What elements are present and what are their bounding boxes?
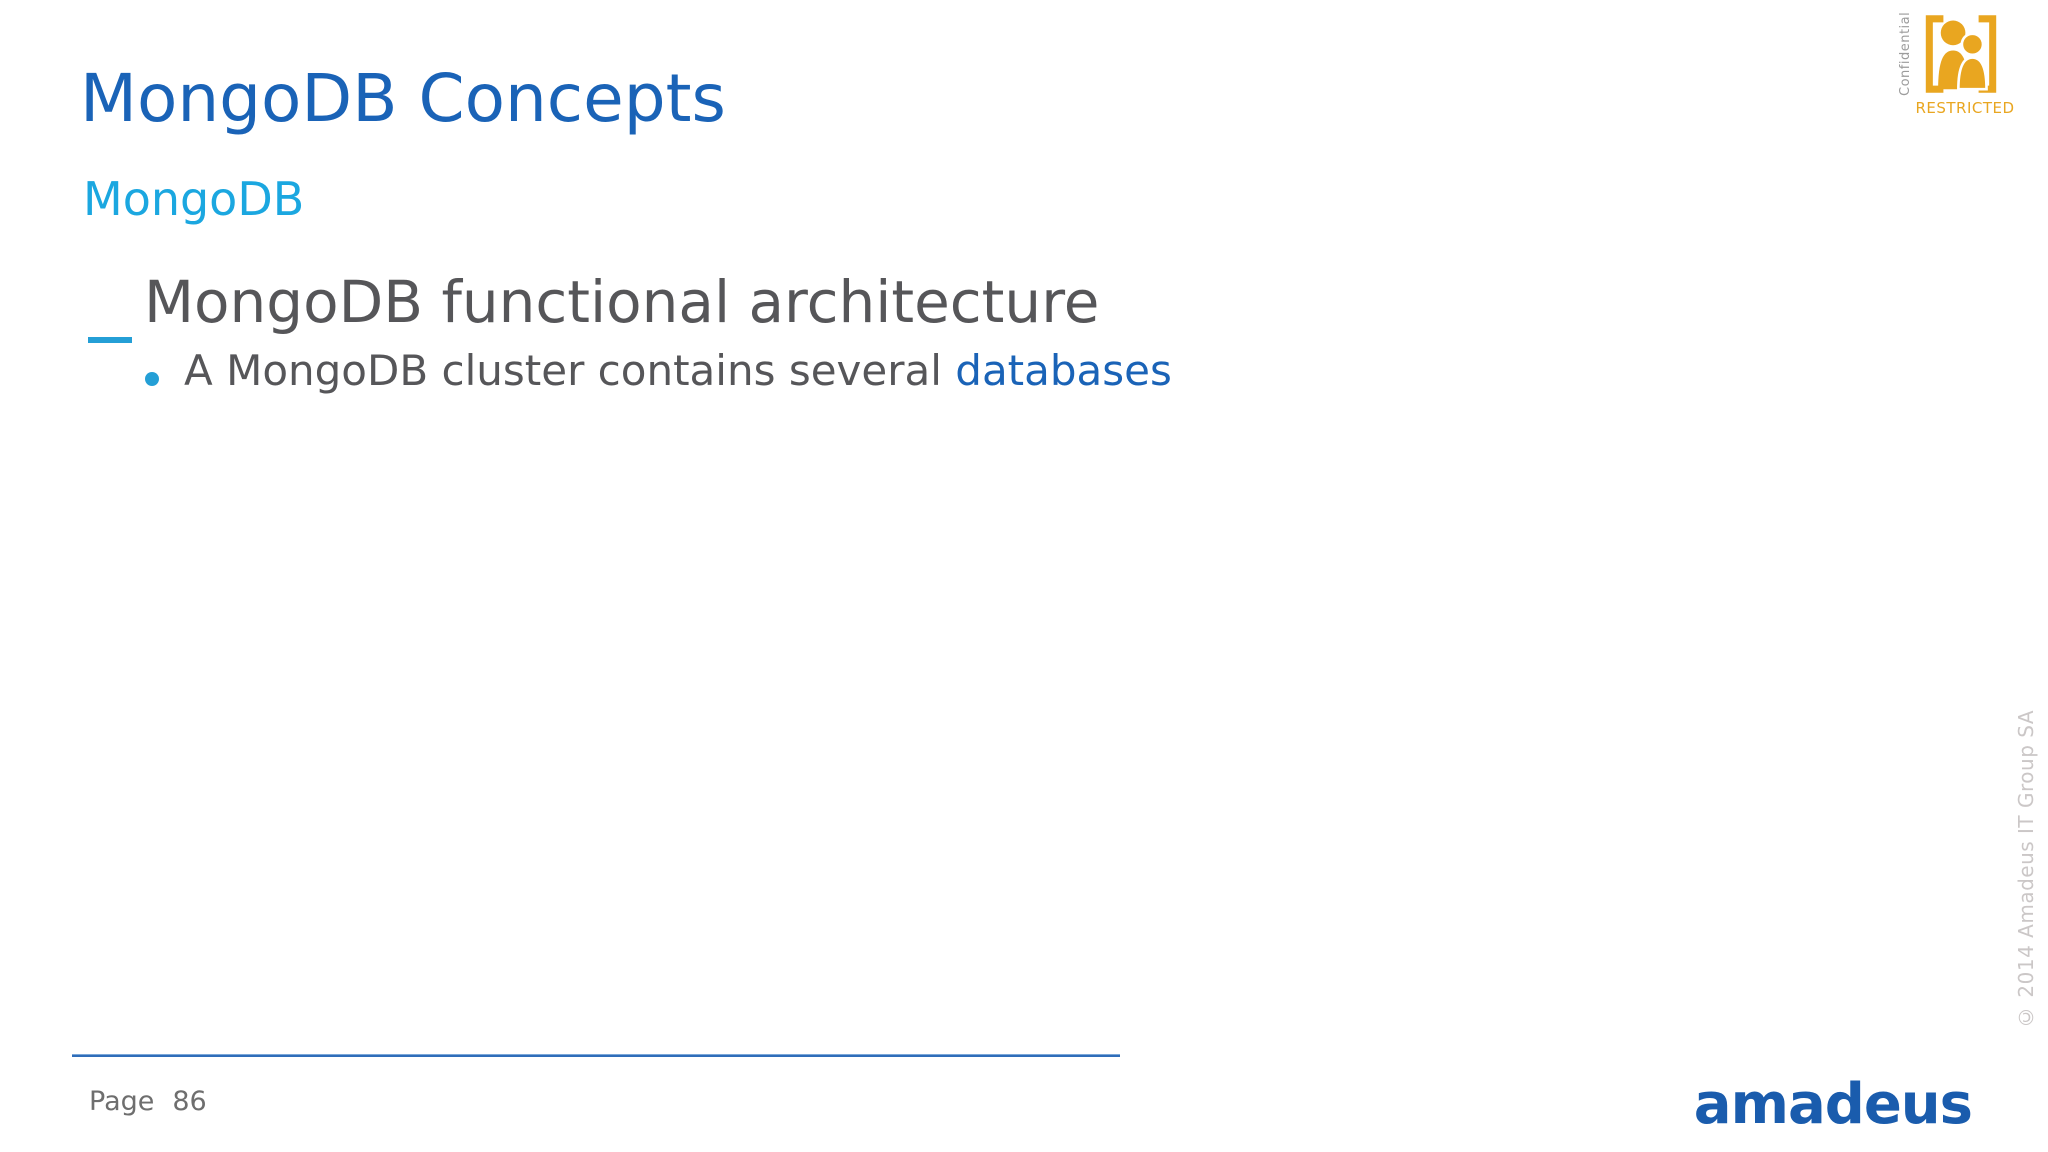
section-heading: MongoDB functional architecture: [144, 268, 1100, 336]
bullet-item-text: A MongoDB cluster contains several: [184, 346, 942, 395]
amadeus-logo: amadeus: [1693, 1072, 1973, 1137]
slide-subtitle: MongoDB: [83, 172, 305, 226]
slide-title: MongoDB Concepts: [80, 60, 726, 137]
restricted-label: RESTRICTED: [1915, 99, 2015, 117]
bullet-dot-icon: [145, 372, 159, 386]
bullet-item-highlight: databases: [955, 346, 1172, 395]
confidential-vertical-label: Confidential: [1898, 11, 1913, 97]
section-dash-marker: [88, 337, 132, 343]
classification-badge-top: Confidential: [1898, 10, 2016, 98]
bullet-item: A MongoDB cluster contains several datab…: [184, 346, 1172, 395]
restricted-people-icon: [1915, 10, 2007, 98]
page-number: 86: [172, 1086, 207, 1117]
footer-divider-line: [72, 1054, 1120, 1057]
page-label: Page: [89, 1086, 155, 1117]
classification-badge: Confidential RESTRICTED: [1898, 10, 2016, 117]
copyright-vertical-label: © 2014 Amadeus IT Group SA: [2014, 710, 2038, 1029]
page-indicator: Page 86: [89, 1086, 207, 1117]
